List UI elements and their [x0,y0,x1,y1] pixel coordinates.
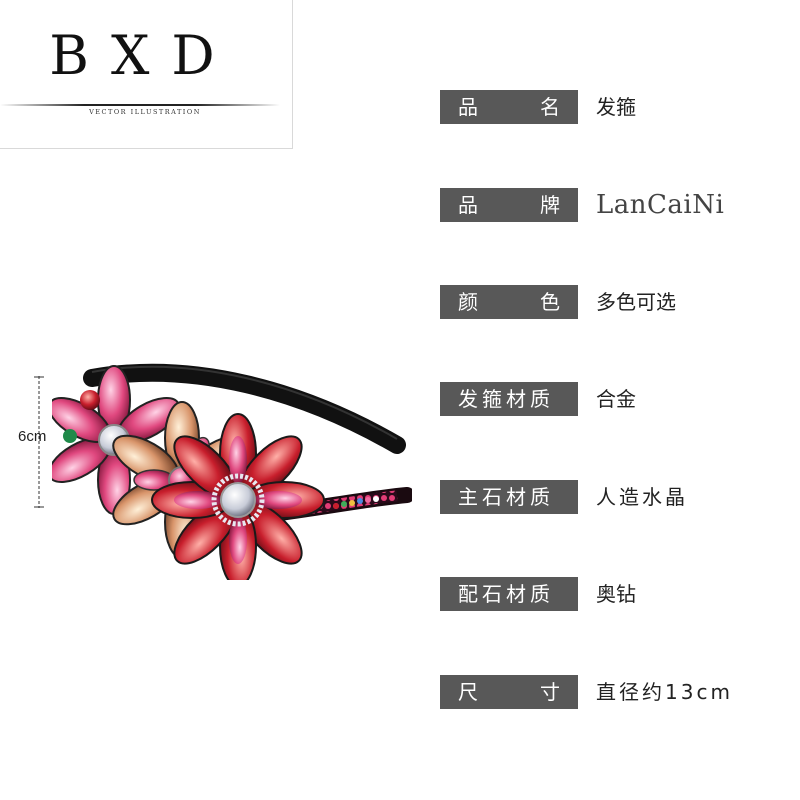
spec-value: LanCaiNi [596,190,725,220]
logo-divider [0,104,280,106]
dimension-label: 6cm [18,428,47,445]
spec-label: 品 名 [440,90,578,124]
spec-label-right: 牌 [540,193,560,217]
spec-label: 品 牌 [440,188,578,222]
spec-label-right: 名 [540,95,560,119]
spec-label-left: 尺 [458,680,478,704]
spec-label: 发箍材质 [440,382,578,416]
spec-value: 发箍 [596,95,636,119]
spec-value: 人造水晶 [596,485,688,509]
logo-subtitle: VECTOR ILLUSTRATION [89,108,201,116]
spec-value: 直径约13cm [596,680,733,704]
spec-label: 主石材质 [440,480,578,514]
dimension-indicator [34,376,44,508]
spec-label: 颜 色 [440,285,578,319]
spec-value: 多色可选 [596,290,676,314]
headband-product-image [52,363,412,580]
spec-label-right: 色 [540,290,560,314]
spec-label-left: 品 [458,95,478,119]
logo-text: BXD [49,24,237,87]
spec-label-left: 品 [458,193,478,217]
spec-value: 奥钻 [596,582,636,606]
spec-value: 合金 [596,387,636,411]
spec-label: 尺 寸 [440,675,578,709]
spec-label-right: 寸 [540,680,560,704]
brand-logo: BXD VECTOR ILLUSTRATION [0,0,293,149]
spec-label: 配石材质 [440,577,578,611]
spec-label-left: 颜 [458,290,478,314]
